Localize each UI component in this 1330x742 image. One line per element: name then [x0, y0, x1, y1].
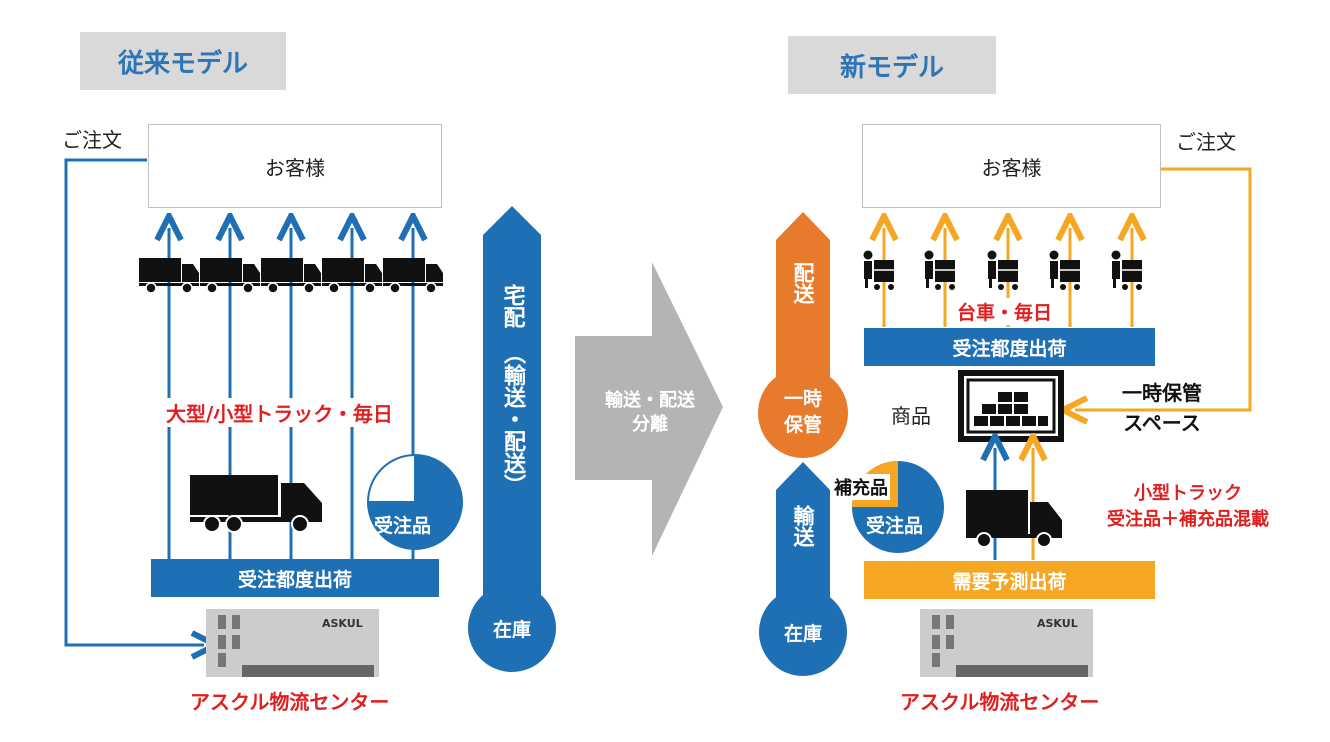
- transition-arrow: [575, 262, 723, 556]
- storage-line2: スペース: [1123, 411, 1201, 435]
- left-customer-box: お客様: [148, 124, 442, 208]
- right-delivery-shape: [758, 212, 848, 458]
- right-order-label: ご注文: [1176, 130, 1236, 154]
- left-order-arrow: [64, 158, 204, 645]
- right-building-sign: ASKUL: [1037, 617, 1078, 630]
- right-pie-label: 受注品: [866, 515, 924, 537]
- right-center-name: アスクル物流センター: [900, 690, 1100, 714]
- left-pipe-paren: （輸送・配送）: [500, 342, 525, 496]
- right-truck-caption: 小型トラック 受注品＋補充品混載: [1072, 481, 1304, 533]
- right-stock-shape: [759, 462, 847, 676]
- left-truck-caption: 大型/小型トラック・毎日: [164, 398, 395, 427]
- delivery-label: 配送: [791, 262, 815, 304]
- goods-label: 商品: [891, 404, 931, 428]
- left-pipe-shape: [468, 206, 556, 672]
- transition-label-line1: 輸送・配送: [605, 390, 695, 411]
- left-order-label: ご注文: [62, 128, 122, 152]
- left-title: 従来モデル: [80, 32, 286, 90]
- left-ship-bar: 受注都度出荷: [151, 559, 439, 597]
- left-pipe-bottom: 在庫: [492, 619, 531, 641]
- transport-label: 輸送: [791, 505, 815, 547]
- warehouse-building-left: [206, 609, 379, 677]
- right-cart-caption: 台車・毎日: [955, 298, 1055, 325]
- cart-worker-icon: [923, 249, 956, 291]
- order-pie-chart: [367, 454, 463, 550]
- right-title: 新モデル: [788, 36, 996, 94]
- small-truck-icon: [966, 490, 1062, 548]
- large-truck-icon: [190, 475, 322, 533]
- temp-store-label: 一時 保管: [766, 386, 840, 438]
- right-truck-caption-line1: 小型トラック: [1134, 483, 1242, 504]
- right-ship-bar: 受注都度出荷: [864, 328, 1155, 366]
- left-center-name: アスクル物流センター: [190, 690, 390, 714]
- goods-storage-icon: [958, 370, 1064, 442]
- right-pie-label-top: 補充品: [832, 474, 890, 500]
- cart-worker-icon: [1048, 249, 1081, 291]
- right-order-arrow: [1075, 167, 1252, 410]
- temp-store-line1: 一時: [783, 388, 822, 410]
- cart-worker-icon: [862, 249, 895, 291]
- transition-label: 輸送・配送 分離: [580, 389, 720, 437]
- right-stock-label: 在庫: [783, 623, 822, 645]
- left-building-sign: ASKUL: [322, 617, 363, 630]
- right-truck-caption-line2: 受注品＋補充品混載: [1107, 509, 1269, 530]
- cart-worker-icon: [1110, 249, 1143, 291]
- left-pipe-top: 宅配: [496, 284, 528, 328]
- temp-store-line2: 保管: [783, 414, 822, 436]
- warehouse-building-right: [920, 609, 1093, 677]
- storage-line1: 一時保管: [1122, 381, 1202, 405]
- transition-label-line2: 分離: [632, 414, 668, 435]
- cart-worker-icon: [986, 249, 1019, 291]
- left-pie-label: 受注品: [374, 515, 432, 537]
- storage-space-label: 一時保管 スペース: [1122, 378, 1202, 438]
- right-customer-box: お客様: [862, 124, 1161, 208]
- forecast-ship-bar: 需要予測出荷: [864, 561, 1155, 599]
- left-pipe-top-text: 宅配: [499, 284, 525, 328]
